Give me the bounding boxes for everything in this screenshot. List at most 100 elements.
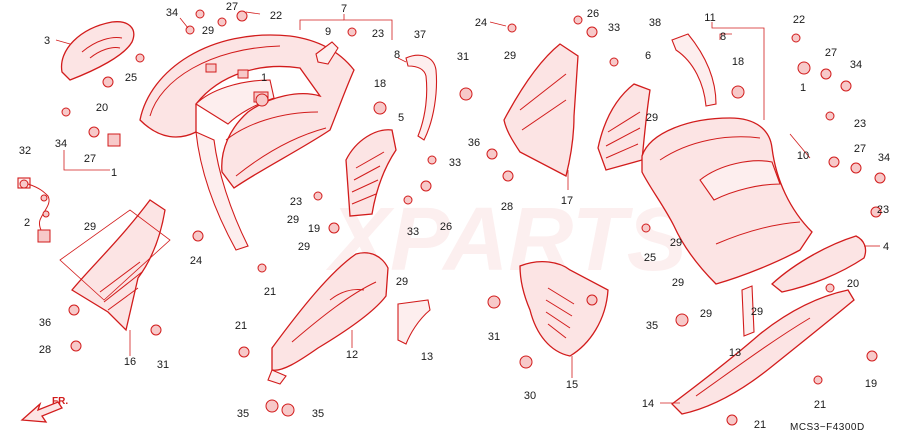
callout-29[interactable]: 29 bbox=[202, 25, 214, 37]
callout-34[interactable]: 34 bbox=[166, 7, 178, 19]
part-16-inner-panel[interactable] bbox=[71, 199, 166, 332]
callout-12[interactable]: 12 bbox=[346, 349, 358, 361]
callout-13[interactable]: 13 bbox=[421, 351, 433, 363]
front-direction-arrow: FR. bbox=[20, 396, 68, 423]
callout-19[interactable]: 19 bbox=[865, 378, 877, 390]
callout-14[interactable]: 14 bbox=[642, 398, 654, 410]
callout-34[interactable]: 34 bbox=[55, 138, 67, 150]
callout-32[interactable]: 32 bbox=[19, 145, 31, 157]
callout-29[interactable]: 29 bbox=[287, 214, 299, 226]
callout-18[interactable]: 18 bbox=[374, 78, 386, 90]
callout-21[interactable]: 21 bbox=[814, 399, 826, 411]
callout-36[interactable]: 36 bbox=[468, 137, 480, 149]
part-3-mirror-cover[interactable] bbox=[60, 21, 135, 81]
callout-2[interactable]: 2 bbox=[24, 217, 30, 229]
callout-25[interactable]: 25 bbox=[644, 252, 656, 264]
part-upper-cowl-right[interactable] bbox=[641, 117, 813, 285]
part-6-duct[interactable] bbox=[597, 83, 651, 171]
callout-1[interactable]: 1 bbox=[800, 82, 806, 94]
callout-3[interactable]: 3 bbox=[44, 35, 50, 47]
callout-25[interactable]: 25 bbox=[125, 72, 137, 84]
callout-23[interactable]: 23 bbox=[372, 28, 384, 40]
callout-27[interactable]: 27 bbox=[226, 1, 238, 13]
callout-27[interactable]: 27 bbox=[854, 143, 866, 155]
callout-1[interactable]: 1 bbox=[111, 167, 117, 179]
callout-28[interactable]: 28 bbox=[501, 201, 513, 213]
callout-8[interactable]: 8 bbox=[394, 49, 400, 61]
callout-20[interactable]: 20 bbox=[847, 278, 859, 290]
callout-38[interactable]: 38 bbox=[649, 17, 661, 29]
part-37-strip[interactable] bbox=[405, 54, 437, 141]
callout-16[interactable]: 16 bbox=[124, 356, 136, 368]
part-17-side-panel[interactable] bbox=[503, 43, 579, 177]
callout-31[interactable]: 31 bbox=[457, 51, 469, 63]
callout-11[interactable]: 11 bbox=[704, 12, 715, 24]
callout-24[interactable]: 24 bbox=[475, 17, 487, 29]
callout-22[interactable]: 22 bbox=[793, 14, 805, 26]
callout-26[interactable]: 26 bbox=[587, 8, 599, 20]
callout-23[interactable]: 23 bbox=[290, 196, 302, 208]
callout-7[interactable]: 7 bbox=[341, 3, 347, 15]
part-7-upper-cowl[interactable] bbox=[139, 34, 355, 251]
callout-13[interactable]: 13 bbox=[729, 347, 741, 359]
part-12-lower-cowl[interactable] bbox=[267, 252, 389, 385]
callout-8[interactable]: 8 bbox=[720, 31, 726, 43]
diagram-code: MCS3−F4300D bbox=[790, 422, 865, 433]
callout-27[interactable]: 27 bbox=[84, 153, 96, 165]
callout-28[interactable]: 28 bbox=[39, 344, 51, 356]
callout-18[interactable]: 18 bbox=[732, 56, 744, 68]
callout-35[interactable]: 35 bbox=[646, 320, 658, 332]
callout-29[interactable]: 29 bbox=[646, 112, 658, 124]
part-13-trim-strip[interactable] bbox=[397, 299, 431, 345]
part-14-lower-cowl[interactable] bbox=[671, 285, 855, 415]
callout-17[interactable]: 17 bbox=[561, 195, 573, 207]
callout-20[interactable]: 20 bbox=[96, 102, 108, 114]
callout-36[interactable]: 36 bbox=[39, 317, 51, 329]
direction-label: FR. bbox=[52, 396, 68, 407]
callout-27[interactable]: 27 bbox=[825, 47, 837, 59]
callout-30[interactable]: 30 bbox=[524, 390, 536, 402]
part-5-air-duct[interactable] bbox=[345, 129, 397, 217]
callout-23[interactable]: 23 bbox=[877, 204, 889, 216]
callout-23[interactable]: 23 bbox=[854, 118, 866, 130]
callout-35[interactable]: 35 bbox=[237, 408, 249, 420]
callout-33[interactable]: 33 bbox=[407, 226, 419, 238]
callout-29[interactable]: 29 bbox=[700, 308, 712, 320]
callout-19[interactable]: 19 bbox=[308, 223, 320, 235]
leader-lines bbox=[55, 11, 880, 404]
callout-5[interactable]: 5 bbox=[398, 112, 404, 124]
callout-29[interactable]: 29 bbox=[84, 221, 96, 233]
callout-29[interactable]: 29 bbox=[504, 50, 516, 62]
callout-34[interactable]: 34 bbox=[850, 59, 862, 71]
callout-22[interactable]: 22 bbox=[270, 10, 282, 22]
callout-29[interactable]: 29 bbox=[298, 241, 310, 253]
callout-24[interactable]: 24 bbox=[190, 255, 202, 267]
callout-37[interactable]: 37 bbox=[414, 29, 426, 41]
callout-29[interactable]: 29 bbox=[670, 237, 682, 249]
callout-35[interactable]: 35 bbox=[312, 408, 324, 420]
callout-29[interactable]: 29 bbox=[396, 276, 408, 288]
callout-21[interactable]: 21 bbox=[235, 320, 247, 332]
callout-21[interactable]: 21 bbox=[264, 286, 276, 298]
callout-34[interactable]: 34 bbox=[878, 152, 890, 164]
callout-33[interactable]: 33 bbox=[449, 157, 461, 169]
callout-10[interactable]: 10 bbox=[797, 150, 809, 162]
callout-31[interactable]: 31 bbox=[157, 359, 169, 371]
callout-6[interactable]: 6 bbox=[645, 50, 651, 62]
callout-15[interactable]: 15 bbox=[566, 379, 578, 391]
callout-21[interactable]: 21 bbox=[754, 419, 766, 431]
callout-26[interactable]: 26 bbox=[440, 221, 452, 233]
callout-33[interactable]: 33 bbox=[608, 22, 620, 34]
callout-29[interactable]: 29 bbox=[672, 277, 684, 289]
callout-29[interactable]: 29 bbox=[751, 306, 763, 318]
part-38-strip[interactable] bbox=[671, 33, 717, 107]
callout-4[interactable]: 4 bbox=[883, 241, 889, 253]
callout-9[interactable]: 9 bbox=[325, 26, 331, 38]
callout-31[interactable]: 31 bbox=[488, 331, 500, 343]
callout-1[interactable]: 1 bbox=[261, 72, 267, 84]
part-9-bracket[interactable] bbox=[315, 41, 339, 65]
part-15-lower-grille[interactable] bbox=[519, 260, 609, 357]
fasteners bbox=[19, 9, 886, 426]
